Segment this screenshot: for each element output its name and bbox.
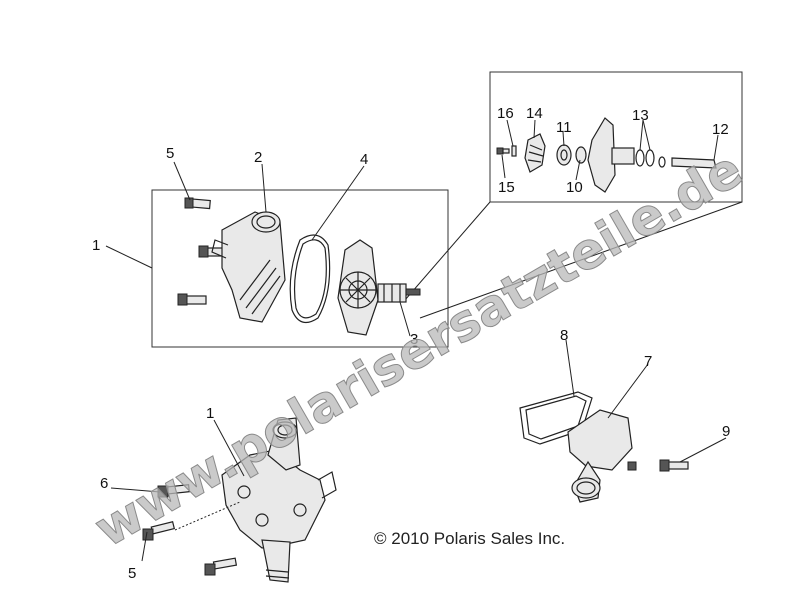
bolt-part-6 xyxy=(157,484,190,498)
zoom-line-upper xyxy=(404,201,491,301)
callout-4: 4 xyxy=(360,151,368,168)
bolt-part-5d xyxy=(142,521,176,541)
detail-small-bolt-part-15 xyxy=(496,147,510,155)
bolt-part-5a xyxy=(184,197,211,210)
detail-housing-plate xyxy=(587,117,635,193)
callout-7: 7 xyxy=(644,353,652,370)
thermostat-housing-part-7 xyxy=(567,409,637,503)
callout-14: 14 xyxy=(526,105,543,122)
main-assembly-frame xyxy=(151,189,449,348)
copyright-text: © 2010 Polaris Sales Inc. xyxy=(374,529,565,548)
callout-6: 6 xyxy=(100,475,108,492)
callout-12: 12 xyxy=(712,121,729,138)
detail-seal-part-11 xyxy=(556,144,572,166)
callout-11: 11 xyxy=(556,119,572,136)
callout-10: 10 xyxy=(566,179,583,196)
bolt-part-5e xyxy=(204,557,238,576)
callout-2: 2 xyxy=(254,149,262,166)
detail-orings-part-13 xyxy=(635,149,666,168)
pump-body-part-3 xyxy=(337,239,421,336)
detail-bearing-part-10 xyxy=(575,146,587,164)
assembled-pump-part-1 xyxy=(221,417,337,583)
callout-1: 1 xyxy=(92,237,100,254)
callout-15: 15 xyxy=(498,179,515,196)
detail-shaft-part-12 xyxy=(671,157,717,169)
gasket-part-4 xyxy=(289,234,331,324)
callout-1: 1 xyxy=(206,405,214,422)
detail-impeller-part-14 xyxy=(524,133,546,173)
callout-5: 5 xyxy=(166,145,174,162)
callout-9: 9 xyxy=(722,423,730,440)
callout-13: 13 xyxy=(632,107,649,124)
callout-16: 16 xyxy=(497,105,514,122)
callout-3: 3 xyxy=(410,331,418,348)
leader-lines xyxy=(105,119,727,562)
bolt-part-5c xyxy=(177,293,207,306)
zoom-line-lower xyxy=(419,201,743,319)
pump-cover-part-2 xyxy=(211,211,286,323)
callout-8: 8 xyxy=(560,327,568,344)
callout-5: 5 xyxy=(128,565,136,582)
detail-washer-part-16 xyxy=(511,145,517,157)
bolt-part-9 xyxy=(659,459,689,472)
detail-inset-frame xyxy=(489,71,743,203)
